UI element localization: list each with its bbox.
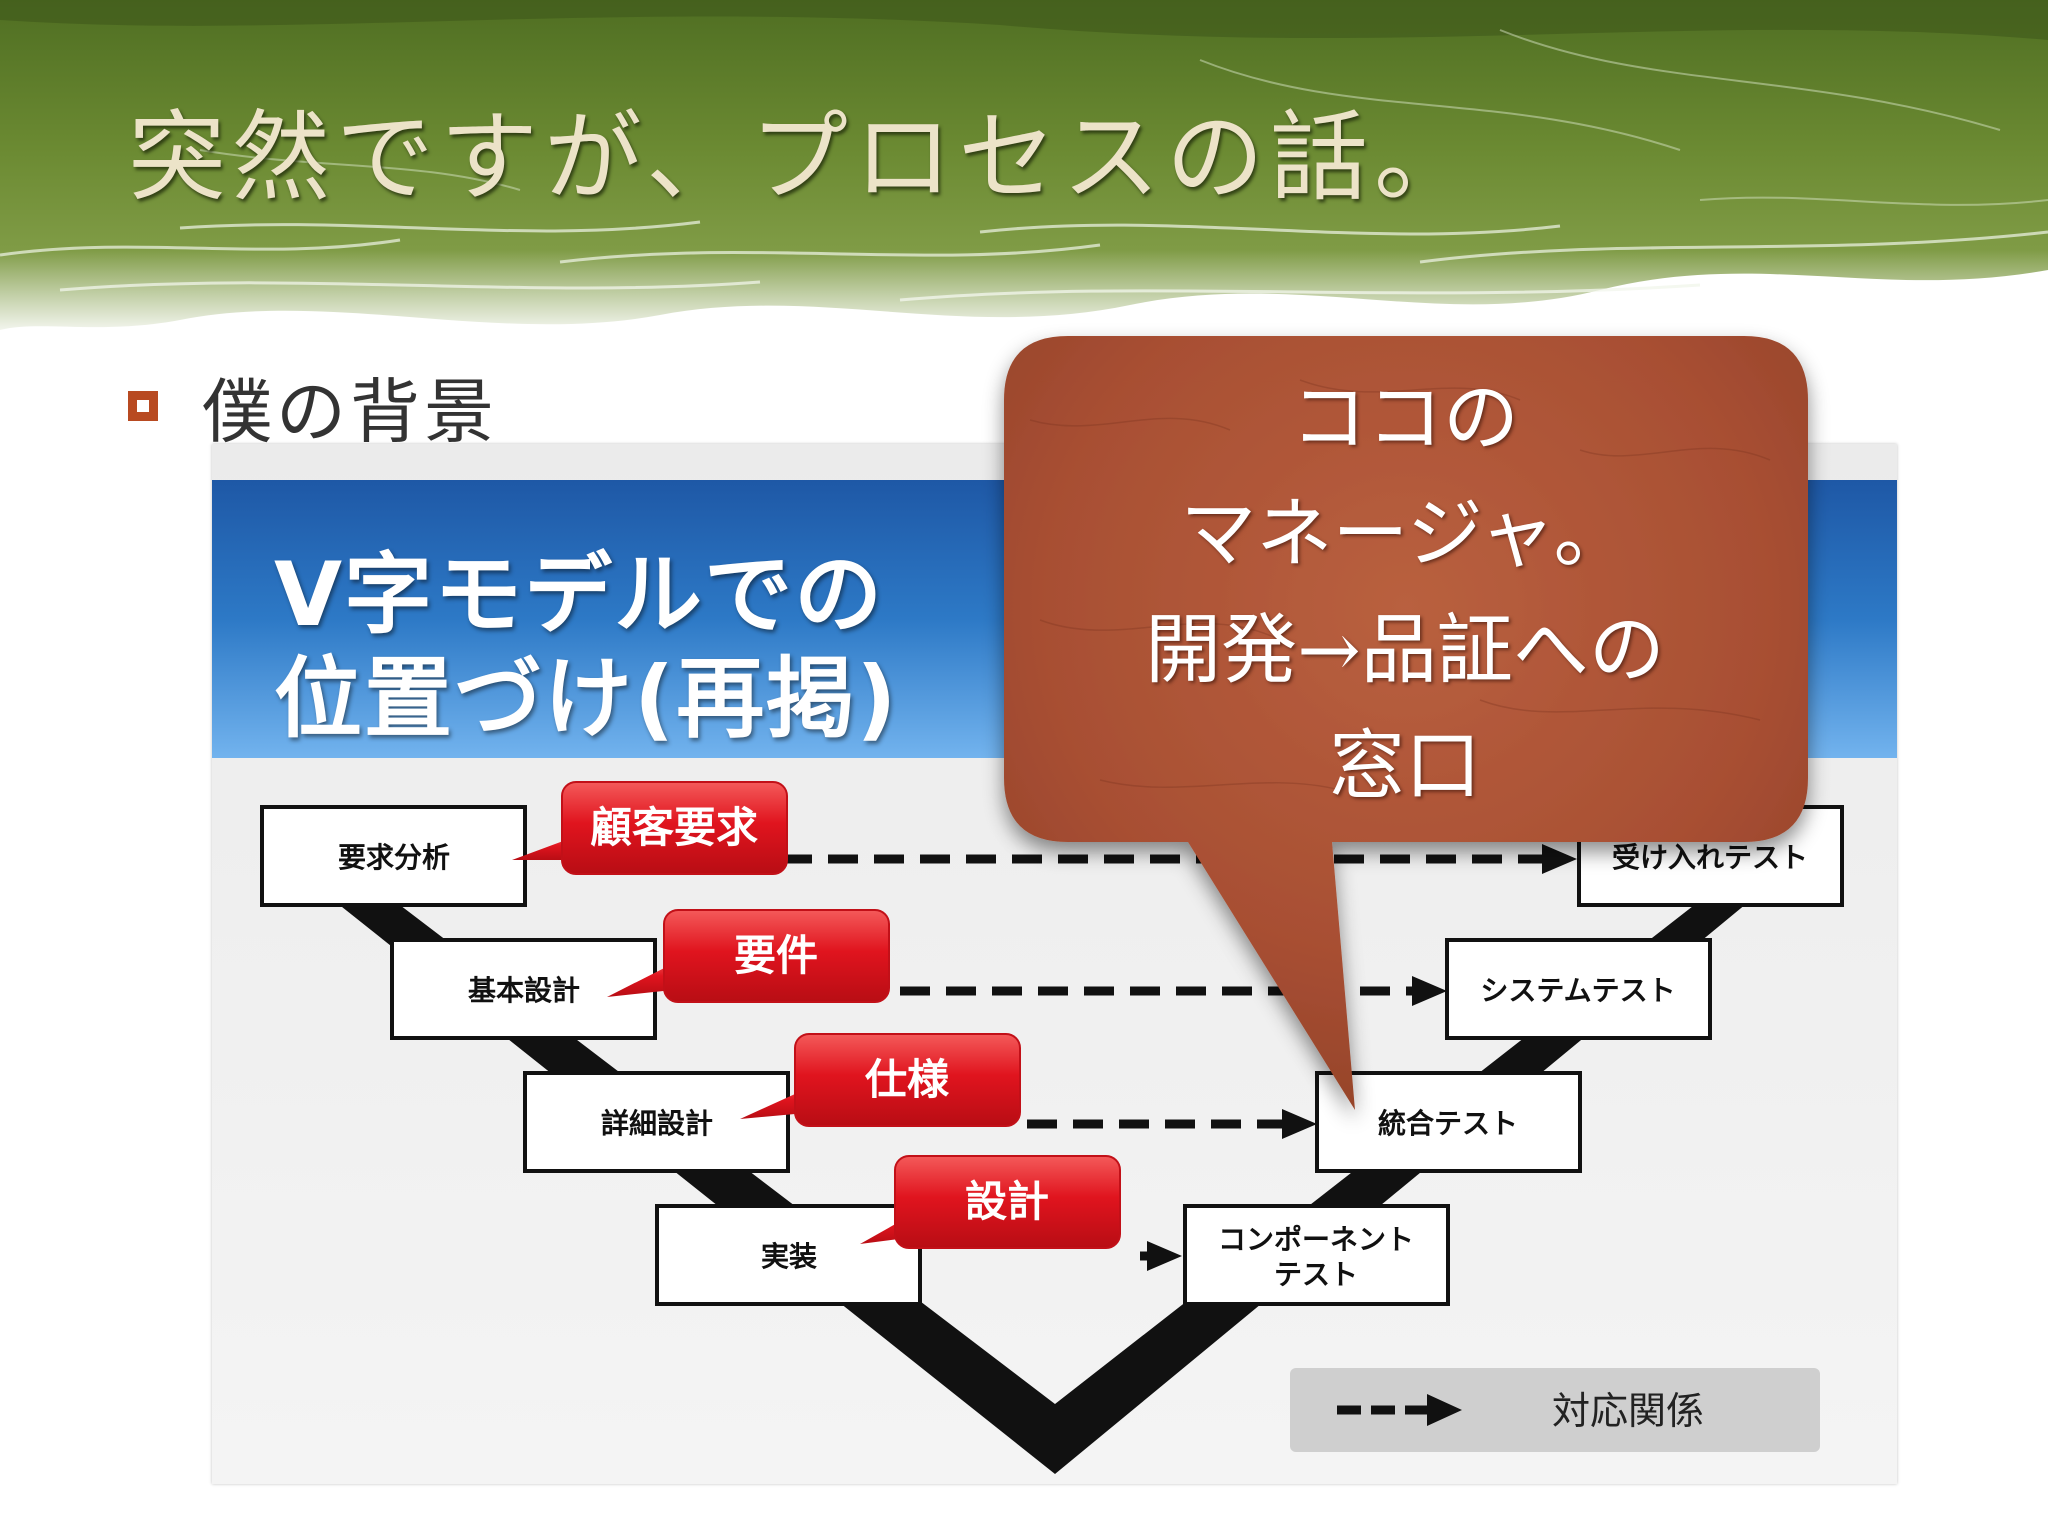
bubble-line-4: 窓口 bbox=[1329, 721, 1481, 810]
box-component-test bbox=[1183, 1204, 1450, 1306]
callout-label-customer-requirements: 顧客要求 bbox=[590, 803, 758, 852]
box-implementation bbox=[655, 1204, 922, 1306]
box-detail-design bbox=[523, 1071, 790, 1173]
label-requirements-analysis: 要求分析 bbox=[338, 841, 450, 874]
label-implementation: 実装 bbox=[761, 1240, 817, 1273]
embedded-title-line1: V字モデルでの bbox=[274, 543, 885, 646]
label-system-test: システムテスト bbox=[1480, 974, 1675, 1007]
label-component-test-line1: コンポーネント bbox=[1218, 1223, 1414, 1256]
callout-label-specification: 仕様 bbox=[865, 1055, 950, 1104]
bubble-line-1: ココの bbox=[1291, 373, 1519, 462]
speech-bubble-text: ココの マネージャ。 開発→品証への 窓口 bbox=[1005, 360, 1805, 824]
box-integration-test bbox=[1315, 1071, 1582, 1173]
bubble-line-2: マネージャ。 bbox=[1180, 489, 1630, 578]
bullet-square-icon bbox=[128, 391, 158, 421]
legend-label: 対応関係 bbox=[1552, 1389, 1704, 1433]
label-basic-design: 基本設計 bbox=[468, 974, 580, 1007]
bullet-item: 僕の背景 bbox=[128, 366, 498, 453]
embedded-title-line2: 位置づけ(再掲) bbox=[274, 647, 899, 750]
callout-requirements bbox=[663, 909, 890, 1003]
label-integration-test: 統合テスト bbox=[1378, 1107, 1518, 1140]
callout-design bbox=[894, 1155, 1121, 1249]
v-model-diagram: 要求分析 基本設計 詳細設計 実装 受け入れテスト システムテスト 統合テスト … bbox=[260, 781, 1844, 1474]
label-detail-design: 詳細設計 bbox=[601, 1107, 713, 1140]
legend-box bbox=[1290, 1368, 1820, 1452]
header-banner bbox=[0, 0, 2048, 340]
box-system-test bbox=[1445, 938, 1712, 1040]
slide-title: 突然ですが、プロセスの話。 bbox=[128, 101, 1479, 215]
label-component-test-line2: テスト bbox=[1274, 1258, 1358, 1291]
legend-arrow-icon bbox=[1427, 1394, 1462, 1426]
label-acceptance-test: 受け入れテスト bbox=[1612, 841, 1808, 874]
callout-specification bbox=[794, 1033, 1021, 1127]
bullet-label: 僕の背景 bbox=[202, 370, 498, 453]
callout-label-requirements: 要件 bbox=[734, 931, 818, 980]
callout-label-design: 設計 bbox=[965, 1177, 1049, 1226]
bubble-line-3: 開発→品証への bbox=[1145, 605, 1665, 694]
callout-customer-requirements bbox=[561, 781, 788, 875]
box-basic-design bbox=[390, 938, 657, 1040]
